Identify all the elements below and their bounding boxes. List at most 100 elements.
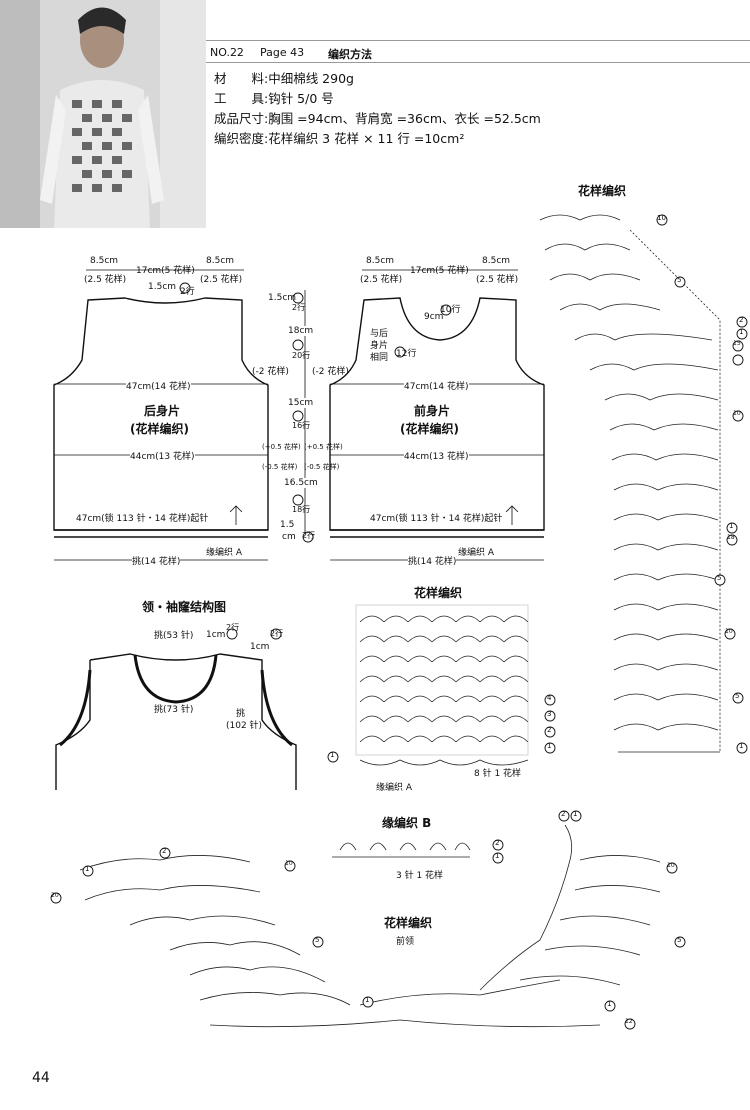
spec-gauge: 编织密度:花样编织 3 花样 × 11 行 =10cm² <box>214 131 465 146</box>
dim-armhole-rows: 20行 <box>292 351 311 360</box>
front-body-outline <box>329 297 545 531</box>
neck-row-1-left: 1 <box>85 865 90 873</box>
dim-upper-rows: 16行 <box>292 421 311 430</box>
col-row-1c: 1 <box>739 742 744 750</box>
swatch-edging-label: 缘编织 A <box>376 783 413 793</box>
swatch-repeat-label: 8 针 1 花样 <box>474 769 522 779</box>
dim-armhole-dec-left: (-2 花样) <box>252 367 289 377</box>
swatch-row-3: 3 <box>547 710 552 718</box>
spec-material: 材 料:中细棉线 290g <box>214 71 354 86</box>
page-ref: Page 43 <box>260 46 305 59</box>
dim-armhole-height: 18cm <box>288 326 314 336</box>
front-neck-subtitle: 前领 <box>396 937 415 947</box>
edging-b-repeat: 3 针 1 花样 <box>396 871 444 881</box>
front-neck-rows: 10行 <box>440 305 461 315</box>
dim-lower-body: 16.5cm <box>284 478 318 488</box>
pattern-column-right <box>539 214 721 753</box>
front-body-title: 前身片 <box>414 404 451 418</box>
front-top-right-sub: (2.5 花样) <box>476 275 519 285</box>
col-row-5a: 5 <box>677 276 682 284</box>
front-edging-label: 缘编织 A <box>458 548 495 558</box>
front-top-mid-dim: 17cm(5 花样) <box>410 266 469 276</box>
back-top-left-dim: 8.5cm <box>90 256 119 266</box>
col-row-1a: 1 <box>739 328 744 336</box>
pattern-column-title: 花样编织 <box>578 184 627 198</box>
col-row-5c: 5 <box>735 692 740 700</box>
back-top-right-sub: (2.5 花样) <box>200 275 243 285</box>
edging-b-row-1: 1 <box>495 852 500 860</box>
col-row-15: 15 <box>733 340 741 347</box>
dim-hem-rows: 2行 <box>302 531 316 540</box>
spec-size: 成品尺寸:胸围 =94cm、背肩宽 =36cm、衣长 =52.5cm <box>214 111 541 126</box>
back-neck-dim: 1.5cm <box>148 282 177 292</box>
back-body-title: 后身片 <box>144 404 181 418</box>
dim-dec-left: (-0.5 花样) <box>262 463 298 471</box>
collar-front-pickup: 挑(73 针) <box>154 705 194 715</box>
front-same-rows: 12行 <box>396 349 417 359</box>
col-row-10b: 10 <box>733 410 741 417</box>
armhole-pickup: 挑 <box>236 709 246 719</box>
dim-neck-height: 1.5cm <box>268 293 297 303</box>
neck-row-10-right: 10 <box>667 862 675 869</box>
neck-row-1-right: 1 <box>573 810 578 818</box>
dim-inc-right: (+0.5 花样) <box>304 443 343 451</box>
neck-row-5-left: 5 <box>315 936 320 944</box>
back-neck-rows: 2行 <box>180 287 195 297</box>
dim-dec-right: (-0.5 花样) <box>304 463 340 471</box>
pattern-number: NO.22 <box>210 46 244 59</box>
front-top-left-sub: (2.5 花样) <box>360 275 403 285</box>
front-top-left-dim: 8.5cm <box>366 256 395 266</box>
neck-row-5-right: 5 <box>677 936 682 944</box>
armhole-rows: 2行 <box>270 629 284 638</box>
dim-hem-height: 1.5 <box>280 520 295 530</box>
neck-row-1-bottom: 1 <box>365 996 370 1004</box>
front-neck-title: 花样编织 <box>384 916 433 930</box>
model-photo <box>0 0 206 228</box>
dim-lower-rows: 18行 <box>292 505 311 514</box>
neck-row-20: 20 <box>51 892 59 899</box>
edging-b-row-2: 2 <box>495 839 500 847</box>
neck-row-2-left: 2 <box>162 847 167 855</box>
front-waist-dim: 44cm(13 花样) <box>404 449 469 462</box>
pattern-swatch-title: 花样编织 <box>414 586 463 600</box>
col-row-18: 18 <box>727 534 735 541</box>
method-title: 编织方法 <box>328 48 372 61</box>
dim-upper-body: 15cm <box>288 398 314 408</box>
swatch-row-2: 2 <box>547 726 552 734</box>
back-top-left-sub: (2.5 花样) <box>84 275 127 285</box>
col-row-5b: 5 <box>717 574 722 582</box>
collar-neck-rows: 2行 <box>226 623 240 632</box>
back-top-right-dim: 8.5cm <box>206 256 235 266</box>
header-divider <box>206 62 750 63</box>
col-row-1b: 1 <box>729 522 734 530</box>
back-chest-dim: 47cm(14 花样) <box>126 379 191 392</box>
swatch-row-4: 4 <box>547 694 552 702</box>
col-row-10c: 10 <box>725 628 733 635</box>
back-hem-dim: 47cm(锁 113 针・14 花样)起针 <box>76 514 209 524</box>
page-number: 44 <box>32 1070 50 1086</box>
pattern-swatch <box>355 604 529 766</box>
back-waist-dim: 44cm(13 花样) <box>130 449 195 462</box>
front-same-as-back: 与后身片相同 <box>370 329 389 363</box>
front-top-right-dim: 8.5cm <box>482 256 511 266</box>
spec-tool: 工 具:钩针 5/0 号 <box>214 91 334 106</box>
dim-inc-left: (+0.5 花样) <box>262 443 301 451</box>
col-row-2: 2 <box>739 316 744 324</box>
collar-diagram-title: 领・袖窿结构图 <box>142 600 227 614</box>
header-bar: NO.22 Page 43 编织方法 <box>206 40 750 63</box>
edging-b-title: 缘编织 B <box>382 816 432 830</box>
back-body-outline <box>53 297 269 531</box>
swatch-row-1: 1 <box>547 742 552 750</box>
neck-row-12: 12 <box>625 1018 633 1025</box>
dim-neck-rows: 2行 <box>292 303 306 312</box>
front-neck-pattern <box>79 824 661 1028</box>
front-body-subtitle: (花样编织) <box>400 422 459 436</box>
front-neck-depth: 9cm <box>424 312 444 322</box>
collar-neck-width: 1cm <box>206 630 226 640</box>
front-chest-dim: 47cm(14 花样) <box>404 379 469 392</box>
edging-b-pattern <box>332 842 471 858</box>
col-row-10a: 10 <box>657 214 666 222</box>
back-body-subtitle: (花样编织) <box>130 422 189 436</box>
neck-row-1-bottom-right: 1 <box>607 1000 612 1008</box>
